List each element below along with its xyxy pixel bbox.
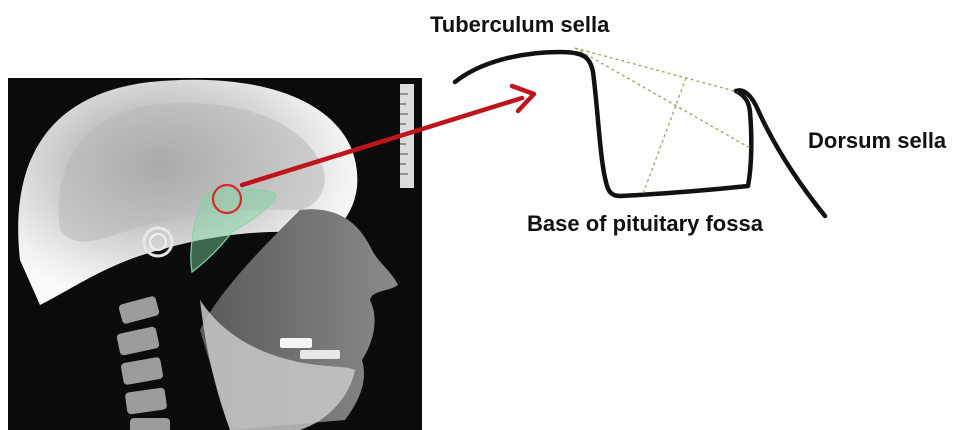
sella-measure-lines	[575, 48, 750, 194]
label-tuberculum-sella: Tuberculum sella	[430, 14, 609, 36]
tuberculum-sella-contour	[455, 52, 620, 196]
fossa-base-contour	[620, 91, 751, 196]
sella-turcica-outline	[455, 52, 825, 216]
label-base-pituitary-fossa: Base of pituitary fossa	[527, 213, 763, 235]
label-dorsum-sella: Dorsum sella	[808, 130, 946, 152]
sella-diameter-line	[575, 48, 738, 92]
sella-depth-line	[643, 78, 686, 194]
xray-image	[8, 78, 422, 430]
